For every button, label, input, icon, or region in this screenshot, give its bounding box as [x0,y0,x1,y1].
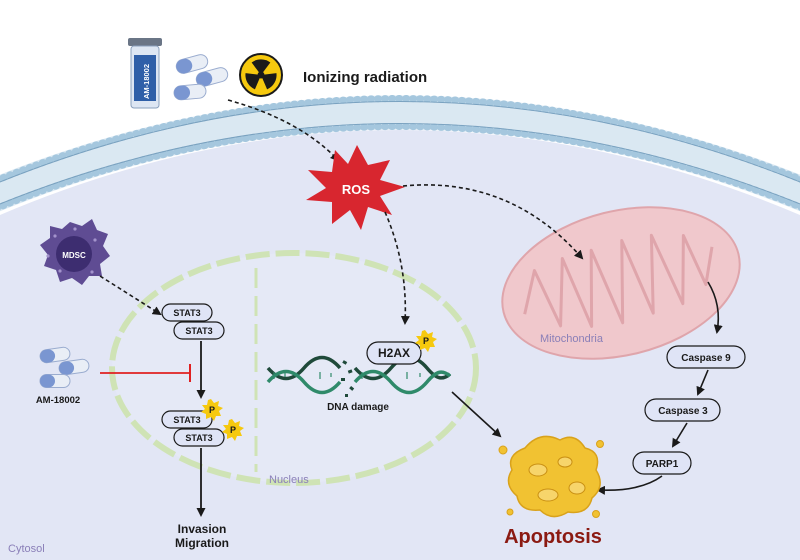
stat3-dimer: STAT3 STAT3 [161,303,225,340]
nucleus: Nucleus [109,250,479,486]
ros-burst: ROS [306,145,405,230]
cytosol-label: Cytosol [8,543,45,555]
phospho-badge-2: P [222,419,244,441]
dna-helix [266,355,452,397]
caspase9-label: Caspase 9 [681,353,731,364]
caspase3-label: Caspase 3 [658,406,708,417]
mitochondria: Mitochondria [501,206,741,360]
parp1-box: PARP1 [632,451,692,475]
capsules-left [39,346,90,388]
cell-membrane [0,95,800,212]
ros-label: ROS [342,182,371,197]
phospho-badge-h2ax: P [415,330,437,352]
phospho-badge-1: P [201,399,223,421]
mitochondria-label: Mitochondria [540,333,604,345]
pstat3-label-1: STAT3 [173,415,200,425]
h2ax-box: H2AX P [366,330,437,365]
svg-text:P: P [209,405,215,415]
dna-damage-label: DNA damage [327,402,389,413]
apoptosis-label: Apoptosis [504,526,602,548]
vial-label: AM-18002 [142,64,151,99]
arrow-trigger-to-ros [227,99,340,162]
arrow-dna-to-apoptosis [451,391,502,438]
stat3-label-2: STAT3 [185,326,212,336]
arrow-mdsc-to-stat3 [99,275,162,316]
arrow-mito-to-casp9 [707,281,723,334]
mdsc-cell: MDSC [40,219,110,285]
inhibition-bar [100,364,191,382]
arrow-ros-to-h2ax [384,211,410,325]
caspase3-box: Caspase 3 [644,398,721,422]
stat3-phospho-dimer: STAT3 STAT3 P P [161,399,244,447]
radiation-icon [239,53,283,97]
parp1-label: PARP1 [646,459,679,470]
arrow-ros-to-mitochondria [402,184,584,260]
pstat3-label-2: STAT3 [185,433,212,443]
migration-label: Migration [175,536,229,550]
mdsc-label: MDSC [62,251,86,260]
invasion-label: Invasion [178,522,227,536]
radiation-label: Ionizing radiation [303,69,427,86]
svg-text:P: P [230,425,236,435]
nucleus-label: Nucleus [269,474,309,486]
arrow-casp9-to-casp3 [696,369,709,396]
svg-text:P: P [423,336,429,346]
left-drug-label: AM-18002 [36,395,80,406]
capsules-top [173,54,229,101]
drug-vial: AM-18002 [128,38,162,109]
caspase9-box: Caspase 9 [666,345,746,369]
arrow-parp1-to-apoptosis [596,475,663,495]
h2ax-label: H2AX [378,346,410,360]
apoptotic-cell-icon [498,435,604,518]
stat3-label-1: STAT3 [173,308,200,318]
arrow-casp3-to-parp1 [671,422,688,448]
